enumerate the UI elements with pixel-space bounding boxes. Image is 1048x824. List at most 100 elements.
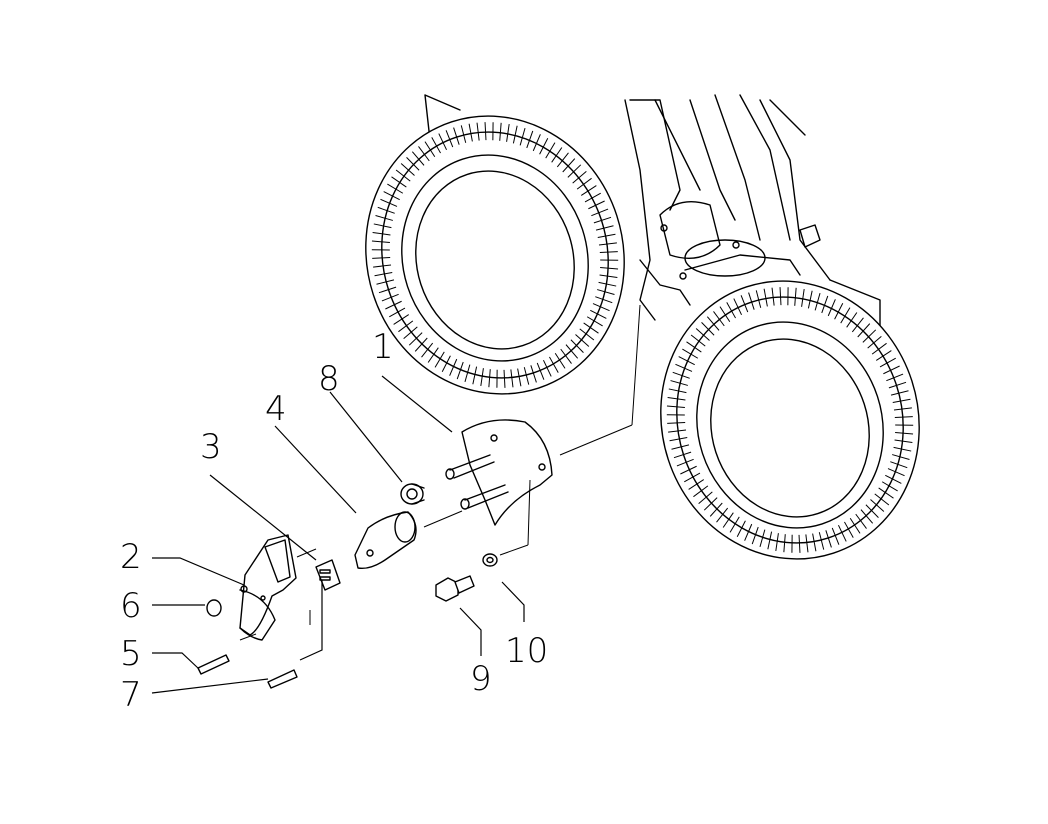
tread-mark [748,292,755,310]
tread-mark [488,369,491,388]
tread-mark [372,231,391,236]
callout-label-1: 1 [372,327,394,367]
tread-mark [801,288,805,307]
tread-mark [387,183,404,194]
tread-mark [892,398,911,404]
tread-mark [855,513,867,529]
tread-mark [767,531,773,550]
callout-label-6: 6 [120,586,142,626]
tread-mark [472,366,478,385]
part-1-mounting-plate [445,419,553,526]
tread-mark [673,451,692,459]
part-3-handle-block [315,559,341,591]
tread-mark [807,290,813,309]
callout-label-8: 8 [318,359,340,399]
tread-mark [523,367,530,385]
tread-mark [414,337,428,352]
tread-mark [894,439,913,444]
tread-mark [865,504,879,518]
tread-mark [374,271,393,277]
tread-mark [539,138,549,155]
tread-mark [890,390,909,396]
tread-mark [713,311,725,327]
tread-mark [456,361,464,380]
tread-mark [600,267,619,270]
tread-mark [434,351,445,368]
tread-mark [453,127,460,145]
wheel-right-tread [666,287,914,553]
tread-mark [666,405,685,408]
tread-mark [598,242,617,246]
tread-mark [857,323,871,338]
tread-mark [821,295,829,314]
tread-mark [709,502,723,517]
tread-mark [597,289,615,295]
tread-mark [484,122,487,141]
tread-mark [572,171,587,184]
tread-mark [678,356,695,366]
tread-mark [695,328,710,341]
tread-mark [460,125,467,143]
tread-mark [530,365,537,383]
tread-mark [579,328,595,341]
tread-mark [597,233,616,239]
tread-mark [583,322,599,334]
tread-mark [733,298,743,316]
tread-mark [680,465,697,475]
tread-mark [726,302,736,319]
tread-mark [693,485,709,498]
tread-mark [590,309,607,319]
tread-mark [870,499,885,512]
callout-label-4: 4 [265,389,287,429]
tread-mark [675,363,693,372]
tread-mark [887,468,905,477]
part-6-cap [206,599,222,617]
tread-mark [837,524,847,542]
tread-mark [668,388,687,394]
tread-mark [716,507,729,523]
tread-mark [844,521,854,538]
tread-mark [519,127,526,146]
tread-mark [846,312,858,328]
tread-mark [510,369,514,388]
tread-mark [595,225,614,231]
tread-mark [798,534,801,553]
tread-mark [867,336,882,349]
tread-mark [874,493,890,506]
tread-mark [840,307,851,324]
part-2-release-lever [239,534,297,641]
tread-mark [736,520,746,537]
tread-mark [851,317,864,333]
tread-mark [684,472,701,483]
tread-mark [570,339,584,353]
tread-mark [403,326,418,339]
tread-mark [378,286,397,294]
callout-leaders [151,375,525,694]
tread-mark [671,444,690,450]
tread-mark [667,396,686,401]
tread-mark [512,125,518,144]
tread-mark [825,530,832,548]
tread-mark [588,200,605,210]
tread-mark [464,364,471,383]
tread-mark [667,421,686,424]
tread-mark [881,481,898,492]
tread-mark [408,332,423,346]
tread-mark [668,429,687,433]
tread-mark [771,287,775,306]
tread-mark [398,320,414,333]
tread-mark [373,223,392,229]
part-7-pin [267,669,298,689]
tread-mark [682,348,699,359]
tread-mark [591,208,609,217]
tread-mark [421,342,434,358]
tread-mark [418,146,430,162]
tread-mark [549,356,559,373]
tread-mark [565,344,579,359]
tread-mark [698,491,713,504]
tread-mark [389,307,406,318]
tread-mark [517,368,522,387]
part-8-spacer [400,483,425,505]
tread-mark [885,474,902,484]
